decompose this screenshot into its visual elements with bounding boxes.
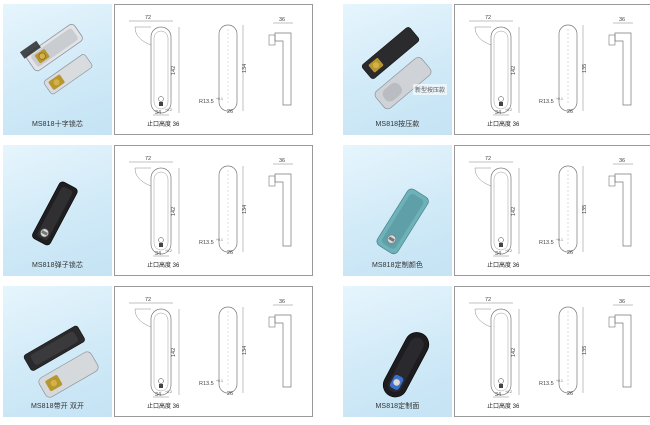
height-dimension: 142 xyxy=(511,66,517,75)
technical-drawing: 72 142 34 +0.2 135 R13.5 +0.1 26 36 止口高度… xyxy=(454,286,650,417)
product-photo: MS818弹子锁芯 xyxy=(3,145,112,276)
width-dimension: 72 xyxy=(145,297,151,303)
bottom-dimension: 34 xyxy=(495,251,501,257)
product-photo: MS818定制颜色 xyxy=(343,145,452,276)
radius-dimension: R13.5 xyxy=(539,240,554,246)
inner-dimension: 135 xyxy=(582,64,588,73)
bottom-dimension: 34 xyxy=(155,110,161,116)
bottom-tolerance: +0.2 xyxy=(505,249,512,253)
width-dimension: 72 xyxy=(145,156,151,162)
stop-height-label: 止口高度 36 xyxy=(487,404,520,410)
product-card-1: MS818十字锁芯 72 142 34 +0.2 134 R13.5 +0.1 … xyxy=(3,4,313,135)
product-caption: MS818带开 双开 xyxy=(30,403,85,410)
depth-dimension: 26 xyxy=(567,109,573,115)
radius-tolerance: +0.1 xyxy=(556,379,563,383)
side-dimension: 36 xyxy=(279,17,285,23)
product-photo: MS818带开 双开 xyxy=(3,286,112,417)
inner-dimension: 135 xyxy=(582,346,588,355)
radius-dimension: R13.5 xyxy=(539,381,554,387)
depth-dimension: 26 xyxy=(227,250,233,256)
product-card-4: MS818定制颜色 72 142 34 +0.2 135 R13.5 +0.1 … xyxy=(343,145,650,276)
new-model-badge: 新型按压款 xyxy=(412,84,447,95)
product-card-3: MS818弹子锁芯 72 142 34 +0.2 134 R13.5 +0.1 … xyxy=(3,145,313,276)
side-dimension: 36 xyxy=(279,299,285,305)
height-dimension: 142 xyxy=(171,348,177,357)
product-card-5: MS818带开 双开 72 142 34 +0.2 134 R13.5 +0.1… xyxy=(3,286,313,417)
radius-dimension: R13.5 xyxy=(199,240,214,246)
bottom-dimension: 34 xyxy=(495,110,501,116)
side-dimension: 36 xyxy=(619,17,625,23)
product-caption: MS818定制面 xyxy=(375,403,420,410)
side-dimension: 36 xyxy=(619,158,625,164)
product-caption: MS818弹子锁芯 xyxy=(31,262,84,269)
height-dimension: 142 xyxy=(171,66,177,75)
bottom-tolerance: +0.2 xyxy=(165,249,172,253)
radius-dimension: R13.5 xyxy=(539,99,554,105)
height-dimension: 142 xyxy=(171,207,177,216)
bottom-dimension: 34 xyxy=(155,392,161,398)
bottom-tolerance: +0.2 xyxy=(505,108,512,112)
inner-dimension: 135 xyxy=(582,205,588,214)
stop-height-label: 止口高度 36 xyxy=(147,404,180,410)
depth-dimension: 26 xyxy=(567,391,573,397)
technical-drawing: 72 142 34 +0.2 135 R13.5 +0.1 26 36 止口高度… xyxy=(454,145,650,276)
product-caption: MS818定制颜色 xyxy=(371,262,424,269)
lock-handle-image xyxy=(361,27,432,110)
bottom-tolerance: +0.2 xyxy=(165,108,172,112)
product-photo: 新型按压款 MS818按压款 xyxy=(343,4,452,135)
bottom-dimension: 34 xyxy=(155,251,161,257)
inner-dimension: 134 xyxy=(242,205,248,214)
bottom-tolerance: +0.2 xyxy=(165,390,172,394)
product-photo: MS818定制面 xyxy=(343,286,452,417)
lock-handle-image xyxy=(382,332,430,398)
radius-tolerance: +0.1 xyxy=(216,238,223,242)
inner-dimension: 134 xyxy=(242,64,248,73)
technical-drawing: 72 142 34 +0.2 134 R13.5 +0.1 26 36 止口高度… xyxy=(114,145,313,276)
lock-handle-image xyxy=(23,325,99,398)
depth-dimension: 26 xyxy=(227,109,233,115)
lock-handle-image xyxy=(19,23,93,95)
width-dimension: 72 xyxy=(485,156,491,162)
depth-dimension: 26 xyxy=(567,250,573,256)
product-caption: MS818十字锁芯 xyxy=(31,121,84,128)
stop-height-label: 止口高度 36 xyxy=(487,122,520,128)
stop-height-label: 止口高度 36 xyxy=(147,263,180,269)
product-card-6: MS818定制面 72 142 34 +0.2 135 R13.5 +0.1 2… xyxy=(343,286,650,417)
inner-dimension: 134 xyxy=(242,346,248,355)
radius-dimension: R13.5 xyxy=(199,381,214,387)
product-card-2: 新型按压款 MS818按压款 72 142 34 +0.2 135 R13.5 … xyxy=(343,4,650,135)
side-dimension: 36 xyxy=(279,158,285,164)
radius-dimension: R13.5 xyxy=(199,99,214,105)
lock-handle-image xyxy=(32,181,78,246)
depth-dimension: 26 xyxy=(227,391,233,397)
product-caption: MS818按压款 xyxy=(375,121,420,128)
width-dimension: 72 xyxy=(485,297,491,303)
technical-drawing: 72 142 34 +0.2 134 R13.5 +0.1 26 36 止口高度… xyxy=(114,286,313,417)
side-dimension: 36 xyxy=(619,299,625,305)
height-dimension: 142 xyxy=(511,348,517,357)
lock-handle-image xyxy=(376,188,429,255)
width-dimension: 72 xyxy=(485,15,491,21)
product-photo: MS818十字锁芯 xyxy=(3,4,112,135)
bottom-tolerance: +0.2 xyxy=(505,390,512,394)
technical-drawing: 72 142 34 +0.2 134 R13.5 +0.1 26 36 止口高度… xyxy=(114,4,313,135)
radius-tolerance: +0.1 xyxy=(216,379,223,383)
stop-height-label: 止口高度 36 xyxy=(147,122,180,128)
radius-tolerance: +0.1 xyxy=(556,97,563,101)
radius-tolerance: +0.1 xyxy=(216,97,223,101)
technical-drawing: 72 142 34 +0.2 135 R13.5 +0.1 26 36 止口高度… xyxy=(454,4,650,135)
height-dimension: 142 xyxy=(511,207,517,216)
bottom-dimension: 34 xyxy=(495,392,501,398)
width-dimension: 72 xyxy=(145,15,151,21)
stop-height-label: 止口高度 36 xyxy=(487,263,520,269)
radius-tolerance: +0.1 xyxy=(556,238,563,242)
